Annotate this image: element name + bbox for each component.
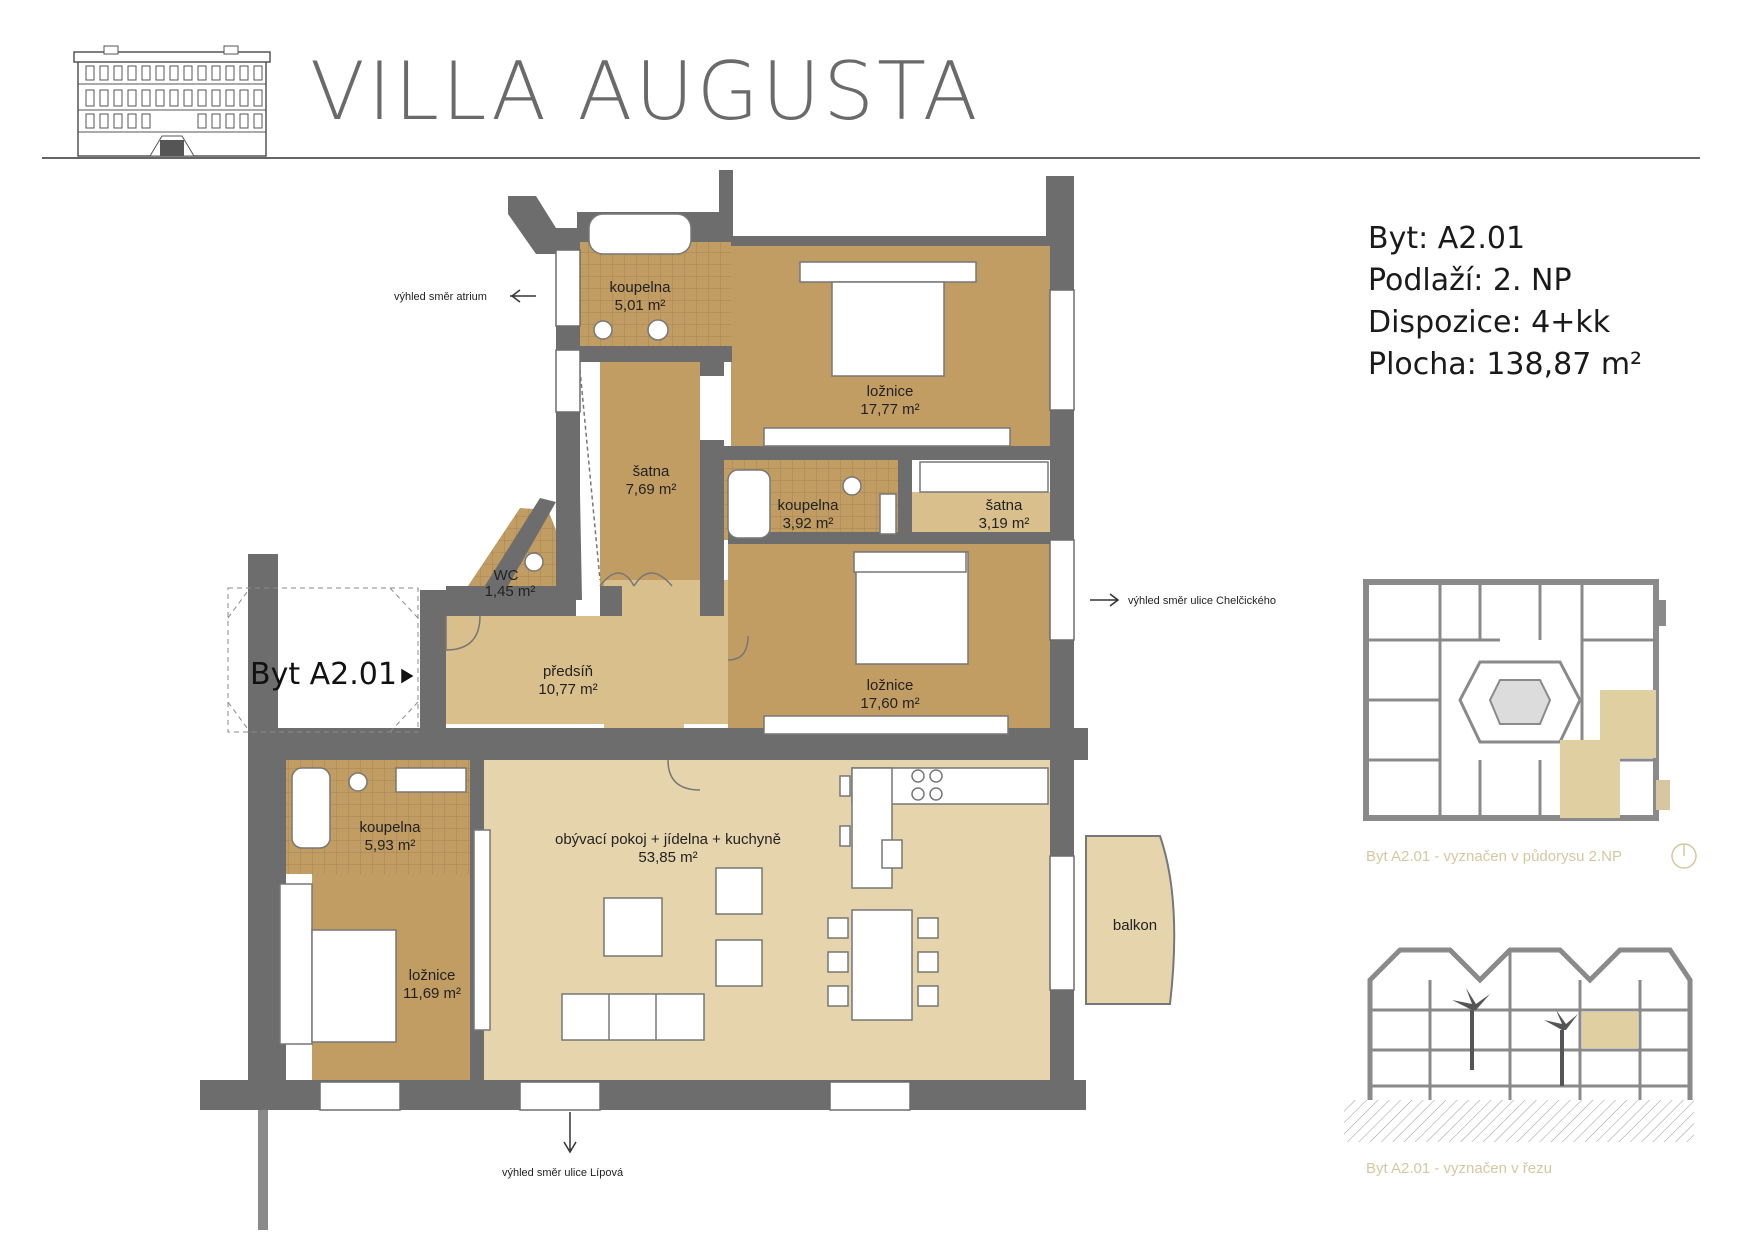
room-name: šatna	[986, 497, 1023, 514]
info-area: Plocha: 138,87 m²	[1368, 347, 1643, 382]
view-label-lipova: výhled směr ulice Lípová	[502, 1167, 624, 1179]
apartment-info: Byt: A2.01 Podlaží: 2. NP Dispozice: 4+k…	[1368, 218, 1642, 386]
kitchen-sink-icon	[881, 839, 903, 869]
room-wardrobe-1	[600, 350, 700, 586]
room-name: WC	[494, 567, 519, 584]
toilet-icon	[593, 320, 613, 340]
page-title: VILLA AUGUSTA	[310, 45, 981, 138]
bathtub-icon	[588, 213, 692, 255]
room-hall	[446, 616, 728, 724]
room-name: šatna	[633, 463, 670, 480]
view-label-chelcickeho: výhled směr ulice Chelčického	[1128, 595, 1276, 607]
room-balcony	[1085, 835, 1176, 1005]
entrance-pointer-icon	[401, 668, 414, 684]
room-name: předsíň	[543, 663, 593, 680]
room-name: koupelna	[610, 279, 672, 296]
villa-facade-logo	[73, 45, 271, 157]
palm-tree-icon	[1452, 988, 1578, 1086]
dining-table-icon	[851, 909, 913, 1021]
apartment-highlight-section	[1582, 1012, 1638, 1048]
room-area: 5,01 m²	[615, 297, 666, 314]
entrance-label: Byt A2.01	[250, 657, 397, 692]
room-name: ložnice	[409, 967, 456, 984]
door-swings	[445, 369, 749, 791]
room-area: 3,19 m²	[979, 515, 1030, 532]
section-caption: Byt A2.01 - vyznačen v řezu	[1366, 1160, 1552, 1177]
arrow-down-icon	[563, 1112, 577, 1154]
room-area: 53,85 m²	[638, 849, 697, 866]
room-area: 1,45 m²	[485, 583, 536, 600]
arrow-left-icon	[510, 289, 536, 303]
info-floor: Podlaží: 2. NP	[1368, 263, 1572, 298]
view-arrows	[401, 289, 1120, 1154]
floorplan-thumbnail	[1363, 579, 1697, 869]
floorplan-caption: Byt A2.01 - vyznačen v půdorysu 2.NP	[1366, 848, 1622, 865]
room-area: 17,60 m²	[860, 695, 919, 712]
section-thumbnail	[1344, 947, 1694, 1142]
room-area: 7,69 m²	[626, 481, 677, 498]
furniture	[279, 213, 1049, 1045]
corridor-outline	[227, 587, 419, 733]
room-area: 10,77 m²	[538, 681, 597, 698]
view-label-atrium: výhled směr atrium	[394, 291, 487, 303]
bed-icon	[831, 281, 945, 377]
bed-icon	[311, 929, 397, 1043]
room-area: 3,92 m²	[783, 515, 834, 532]
room-name: koupelna	[360, 819, 422, 836]
room-name: ložnice	[867, 677, 914, 694]
view-labels: výhled směr atrium výhled směr ulice Che…	[394, 291, 1276, 1179]
room-labels: koupelna 5,01 m² ložnice 17,77 m² šatna …	[360, 279, 1158, 1002]
room-name: balkon	[1113, 917, 1157, 934]
sink-icon	[647, 319, 669, 341]
room-name: ložnice	[867, 383, 914, 400]
room-area: 11,69 m²	[403, 985, 461, 1002]
info-layout: Dispozice: 4+kk	[1368, 305, 1611, 340]
room-name: koupelna	[778, 497, 840, 514]
room-area: 5,93 m²	[365, 837, 416, 854]
info-unit: Byt: A2.01	[1368, 221, 1526, 256]
arrow-right-icon	[1090, 593, 1120, 607]
coffee-table-icon	[603, 897, 663, 957]
room-area: 17,77 m²	[860, 401, 919, 418]
room-name: obývací pokoj + jídelna + kuchyně	[555, 831, 781, 848]
sofa-icon	[561, 993, 705, 1041]
windows	[319, 249, 1075, 1111]
